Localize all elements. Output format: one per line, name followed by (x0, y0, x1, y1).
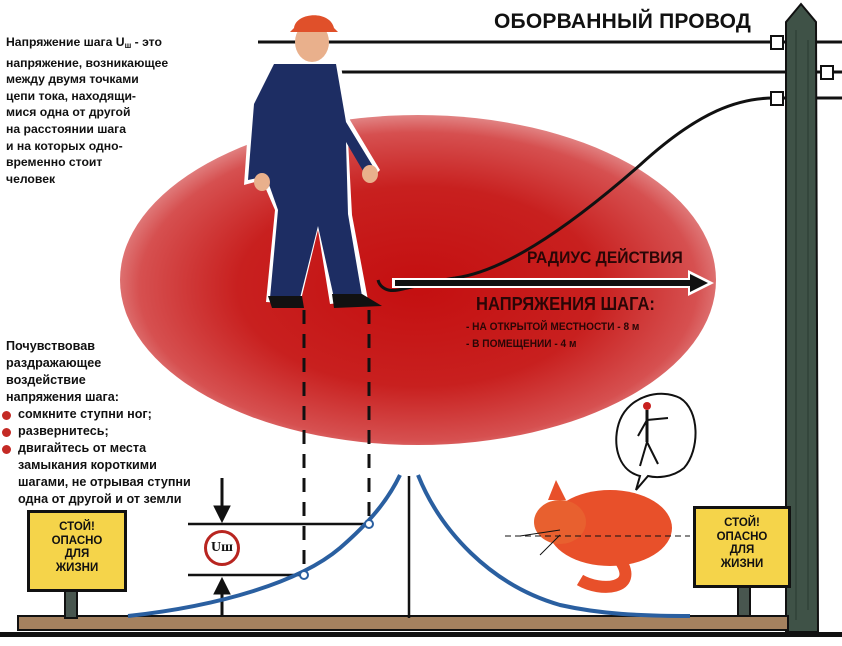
advice-intro: напряжения шага: (6, 390, 119, 404)
sign-line: ОПАСНО (51, 534, 103, 547)
definition-line: цепи тока, находящи- (6, 88, 136, 103)
step-projection-lines (302, 310, 371, 578)
definition-line: между двумя точками (6, 72, 139, 87)
worker-figure (244, 15, 382, 308)
definition-line: временно стоит (6, 155, 103, 170)
advice-intro: раздражающее (6, 356, 102, 370)
advice-item: сомкните ступни ног; (2, 406, 236, 423)
advice-item: двигайтесь от места (2, 440, 236, 457)
right-warning-sign: СТОЙ! ОПАСНО ДЛЯ ЖИЗНИ (693, 506, 791, 588)
definition-line: напряжение, возникающее (6, 55, 169, 70)
radius-subtitle: НАПРЯЖЕНИЯ ШАГА: (476, 294, 655, 314)
potential-level-lines (188, 522, 369, 577)
ground (17, 615, 789, 631)
radius-indoors: - В ПОМЕЩЕНИИ - 4 м (466, 338, 577, 350)
step-voltage-definition: Напряжение шага Uш - это напряжение, воз… (6, 34, 206, 187)
definition-line: человек (6, 171, 56, 186)
advice-intro: Почувствовав (6, 339, 95, 353)
power-lines (258, 40, 842, 280)
advice-continuation: шагами, не отрывая ступни (18, 475, 191, 489)
radius-arrow (392, 270, 714, 296)
sign-line: ЖИЗНИ (720, 557, 764, 570)
definition-line: на расстоянии шага (6, 121, 127, 136)
step-voltage-symbol: Uш (204, 530, 240, 566)
sign-line: СТОЙ! (59, 521, 95, 533)
sign-line: ДЛЯ (64, 548, 90, 560)
thought-bubble (615, 392, 697, 491)
left-sign-post (64, 589, 78, 619)
diagram-title: ОБОРВАННЫЙ ПРОВОД (494, 10, 752, 33)
utility-pole (770, 2, 834, 633)
advice-intro: воздействие (6, 373, 86, 387)
radius-open-area: - НА ОТКРЫТОЙ МЕСТНОСТИ - 8 м (466, 321, 640, 333)
advice-list: сомкните ступни ног; развернитесь; двига… (2, 406, 236, 457)
sign-line: ЖИЗНИ (55, 561, 99, 574)
advice-continuation: одна от другой и от земли (18, 492, 182, 506)
sign-line: ОПАСНО (716, 530, 768, 543)
definition-line: Напряжение шага Uш - это (6, 35, 162, 50)
voltage-arrows (213, 478, 231, 616)
sleeping-cat (505, 480, 690, 593)
advice-item: развернитесь; (2, 423, 236, 440)
radius-label: РАДИУС ДЕЙСТВИЯ (527, 248, 683, 267)
sign-line: СТОЙ! (724, 517, 760, 529)
right-sign-post (737, 585, 751, 617)
left-warning-sign: СТОЙ! ОПАСНО ДЛЯ ЖИЗНИ (27, 510, 127, 592)
potential-curve (127, 474, 691, 618)
definition-line: и на которых одно- (6, 138, 123, 153)
sign-line: ДЛЯ (729, 544, 755, 556)
definition-line: мися одна от другой (6, 105, 131, 120)
advice-continuation: замыкания короткими (18, 458, 157, 472)
safety-advice: Почувствовав раздражающее воздействие на… (2, 338, 236, 508)
